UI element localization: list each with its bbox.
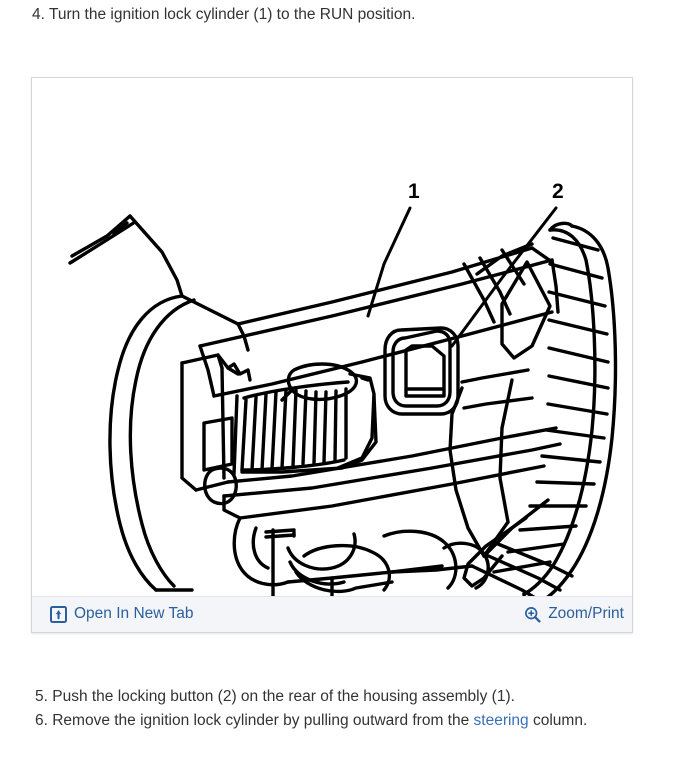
figure-illustration: 1 2 [32,78,632,596]
magnifier-plus-icon [524,606,541,623]
step-6-text-before: 6. Remove the ignition lock cylinder by … [35,712,474,729]
step-6-text-after: column. [528,712,588,729]
steps-after-figure: 5. Push the locking button (2) on the re… [35,686,587,731]
open-in-new-tab-button[interactable]: Open In New Tab [50,604,193,624]
figure-toolbar: Open In New Tab Zoom/Print [32,596,632,632]
zoom-print-button[interactable]: Zoom/Print [524,604,624,624]
step-5-text: 5. Push the locking button (2) on the re… [35,688,515,705]
open-in-new-tab-label: Open In New Tab [74,605,194,622]
zoom-print-label: Zoom/Print [548,605,624,622]
figure-frame: 1 2 Open In New Tab [31,77,633,633]
step-6-text: 6. Remove the ignition lock cylinder by … [35,710,587,731]
callout-label-2: 2 [552,180,564,203]
callout-label-1: 1 [408,180,420,203]
drawing-strokes [68,206,618,596]
open-in-new-tab-icon [50,605,67,623]
steering-link[interactable]: steering [473,712,529,729]
step-4-text: 4. Turn the ignition lock cylinder (1) t… [32,6,416,23]
steering-column-line-drawing: 1 2 [32,78,632,596]
